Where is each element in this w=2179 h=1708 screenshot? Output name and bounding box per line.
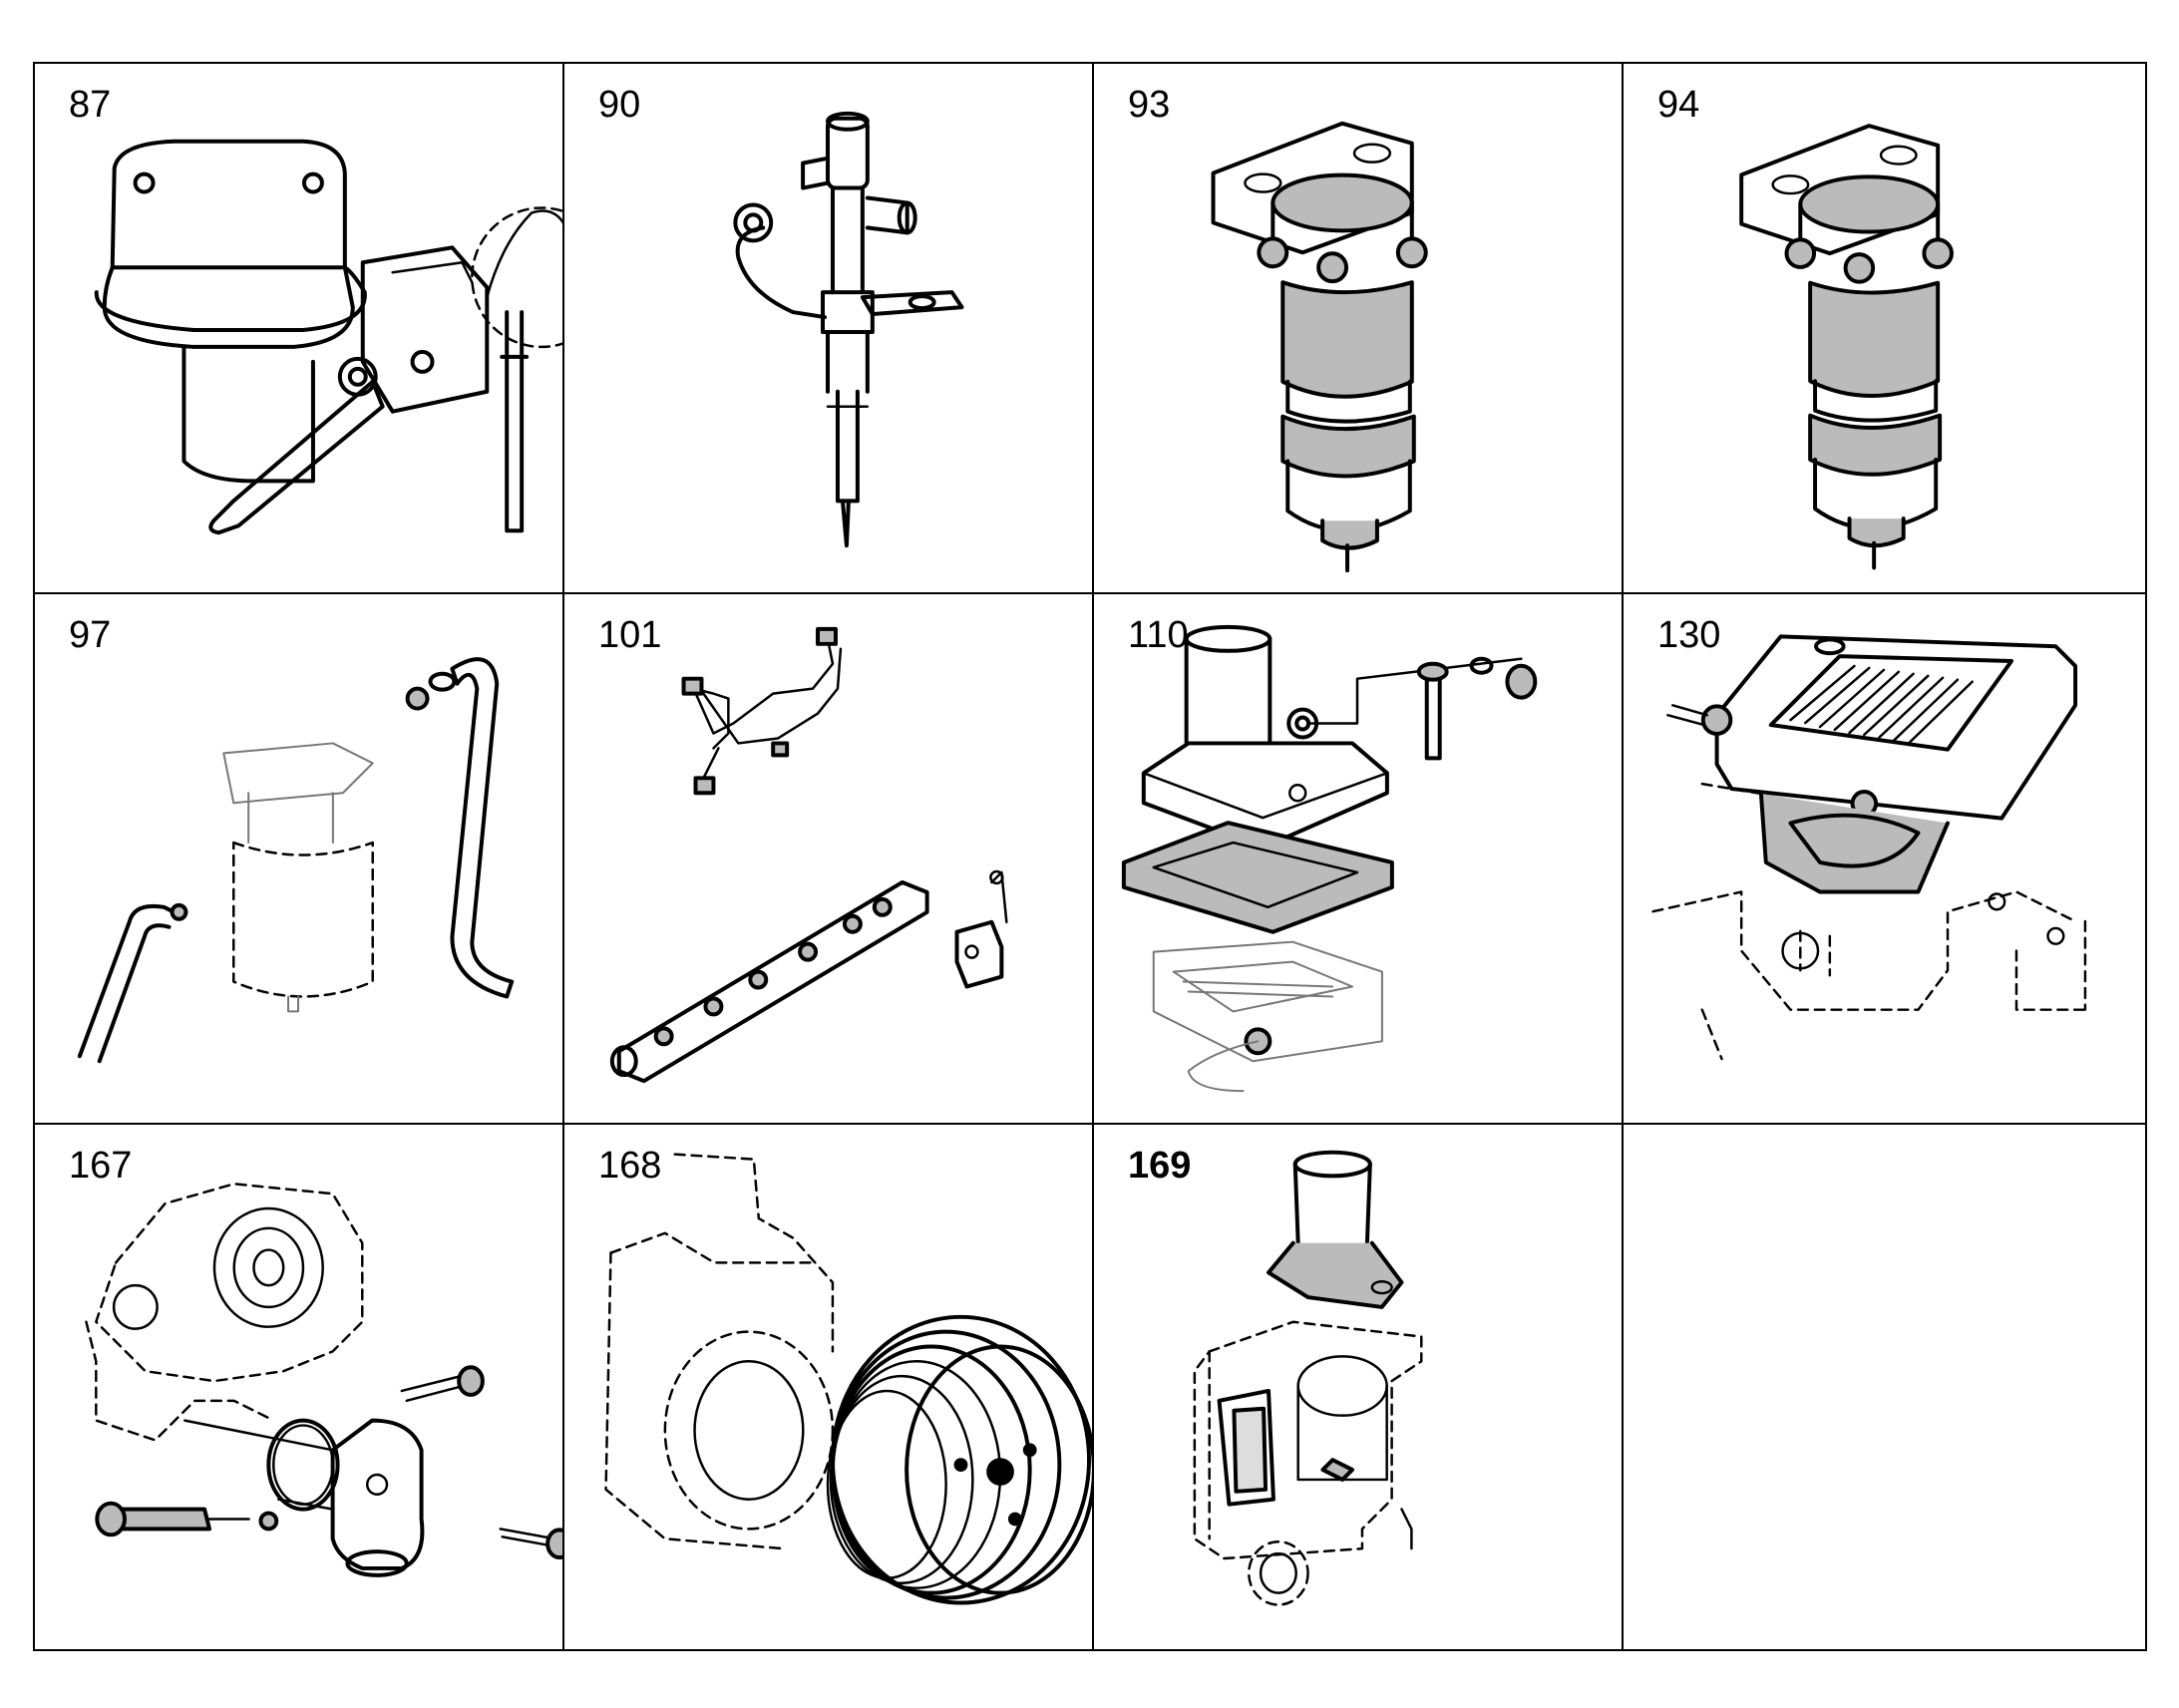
part-cell-101[interactable]: 101 [564,594,1094,1125]
part-number: 93 [1128,84,1171,126]
water-pump-pulley-icon [604,1153,1092,1605]
water-pump-outlet-elbow-icon [85,1183,562,1577]
fuel-lift-pump-icon [94,139,562,535]
part-cell-130[interactable]: 130 [1624,594,2145,1125]
empty-cell [1624,1125,2145,1649]
part-cell-93[interactable]: 93 [1094,64,1624,594]
thermostat-housing-with-oil-cooler-icon [1121,624,1538,1093]
part-number: 97 [69,614,112,656]
part-number: 90 [598,84,641,126]
fuel-filter-hoses-icon [77,657,515,1064]
part-number: 101 [598,614,662,656]
part-cell-94[interactable]: 94 [1624,64,2145,594]
part-number: 167 [69,1145,133,1187]
part-number: 169 [1128,1145,1192,1187]
part-cell-167[interactable]: 167 [35,1125,564,1649]
fuel-filter-icon [1739,124,1954,570]
part-number: 87 [69,84,112,126]
injector-icon [733,111,964,548]
part-number: 168 [598,1145,662,1187]
oil-cooler-icon [1651,634,2087,1061]
part-number: 130 [1657,614,1721,656]
part-number: 110 [1128,614,1189,656]
part-cell-110[interactable]: 110 [1094,594,1624,1125]
part-cell-169[interactable]: 169 [1094,1125,1624,1649]
part-number: 94 [1657,84,1700,126]
common-rail-fuel-lines-icon [609,626,1008,1084]
part-cell-90[interactable]: 90 [564,64,1094,594]
part-cell-87[interactable]: 87 [35,64,564,594]
parts-grid: 87 90 [33,62,2147,1651]
part-cell-97[interactable]: 97 [35,594,564,1125]
part-cell-168[interactable]: 168 [564,1125,1094,1649]
thermostat-housing-icon [1193,1150,1423,1606]
fuel-filter-icon [1211,121,1428,573]
